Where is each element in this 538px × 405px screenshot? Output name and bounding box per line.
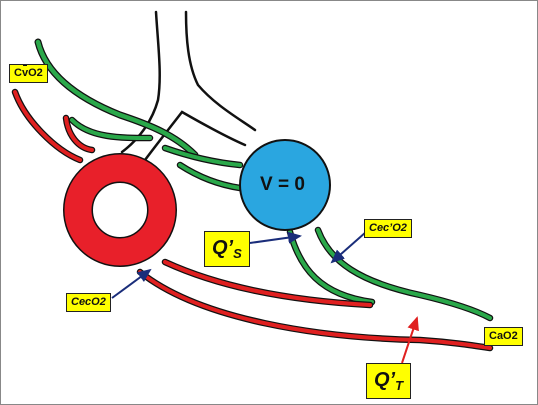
qt-label: Q’T — [366, 363, 412, 399]
cvo2-prefix: C — [14, 67, 22, 79]
caO2-label: CaO2 — [484, 327, 523, 346]
qs-main: Q’ — [212, 237, 234, 259]
cecO2-arrow — [111, 268, 152, 299]
cvo2-label: CvO2 — [9, 64, 48, 83]
cecO2-label: CecO2 — [66, 293, 111, 312]
upper-arterial-vessels — [11, 88, 96, 164]
alveolus-circle — [239, 139, 331, 231]
lower-arterial-vessels — [136, 258, 494, 352]
upper-venous-vessels — [34, 38, 244, 192]
cec-prime-arrow — [330, 231, 367, 264]
shunt-vessels — [286, 226, 494, 322]
alveolus-label: V = 0 — [260, 174, 305, 195]
cvo2-bar-letter: v — [21, 67, 29, 79]
cvo2-suffix: O2 — [28, 67, 43, 79]
qs-label: Q’S — [204, 231, 250, 267]
qs-arrow — [249, 231, 302, 244]
cec-prime-O2-label: Cec’O2 — [364, 219, 412, 238]
qs-sub: S — [233, 246, 242, 261]
qt-main: Q’ — [374, 369, 396, 391]
capillary-ring — [64, 154, 176, 266]
qt-sub: T — [395, 378, 404, 393]
qt-arrow — [401, 316, 419, 364]
